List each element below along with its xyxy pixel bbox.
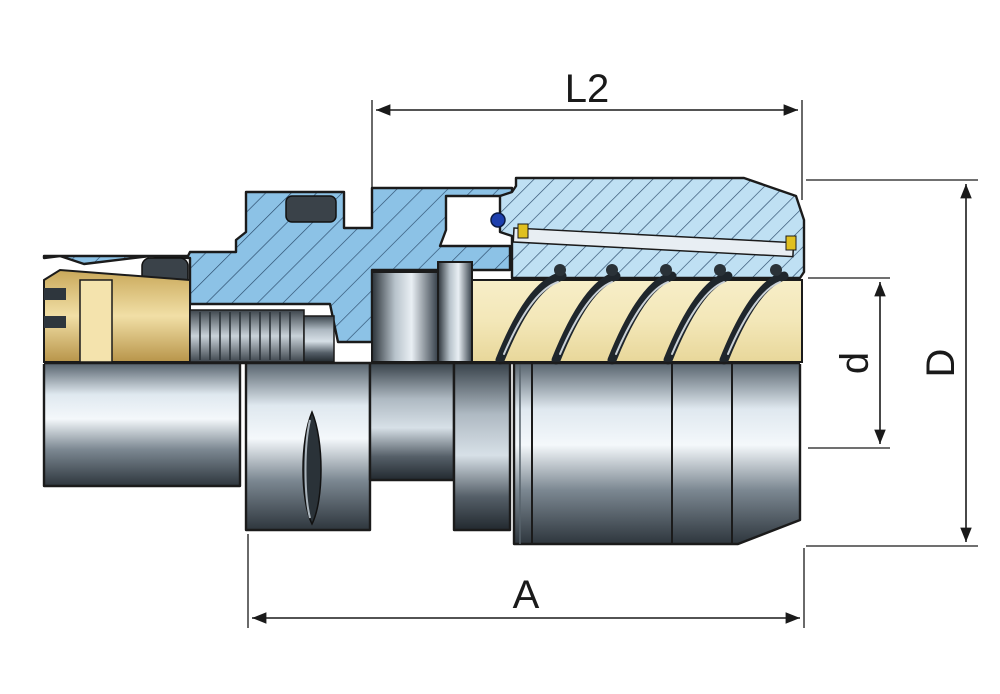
dimension-d-large: D [806,179,978,547]
holder-section [42,176,806,365]
spiral-grooves [495,271,789,365]
o-ring [490,212,506,228]
dimension-d-small: d [808,277,890,449]
clamping-sleeve [514,364,800,544]
dimension-a: A [247,534,805,628]
nut-ring [454,364,510,530]
dimension-label-d-small: d [833,352,877,374]
dimension-label-a: A [513,573,540,617]
collar [370,364,454,480]
adjustment-screw [189,309,305,363]
stop-pin [371,271,439,363]
dimension-l2: L2 [371,67,803,228]
holder-exterior [42,364,802,546]
dimension-label-d-large: D [919,349,963,378]
dimension-label-l2: L2 [565,67,610,111]
nut-section [498,176,806,280]
shank-body [44,364,240,486]
drive-key [285,195,337,223]
